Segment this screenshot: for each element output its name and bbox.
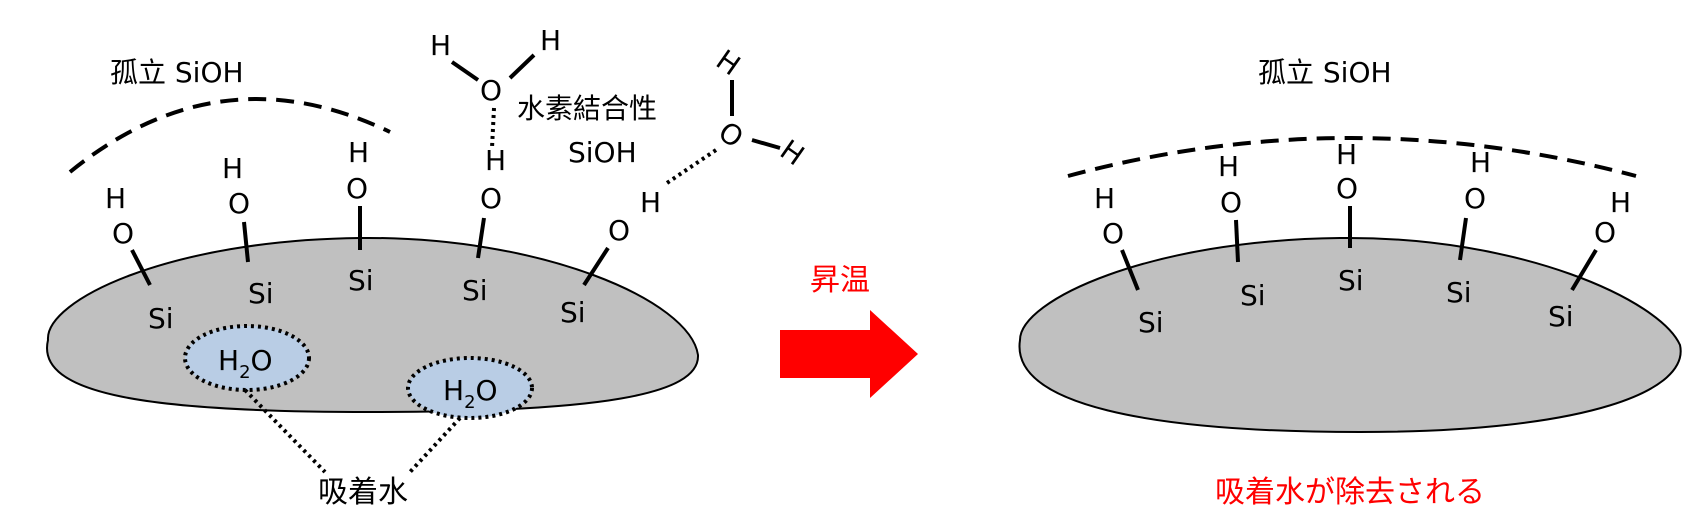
heating-label: 昇温 xyxy=(810,263,870,298)
atom-o: O xyxy=(480,74,502,107)
atom-si: Si xyxy=(462,274,488,307)
right-panel: 孤立 SiOH H O Si H O Si H O Si H O Si xyxy=(1018,56,1682,510)
atom-h: H xyxy=(640,186,661,219)
atom-o: O xyxy=(228,187,250,220)
water-1-text: H2O xyxy=(218,344,273,383)
atom-si: Si xyxy=(1446,276,1472,309)
right-silica-particle xyxy=(1018,236,1682,434)
atom-si: Si xyxy=(1338,264,1364,297)
atom-h: H xyxy=(430,29,451,62)
atom-o: O xyxy=(112,217,134,250)
atom-o: O xyxy=(1220,186,1242,219)
atom-o: O xyxy=(1336,172,1358,205)
atom-o: O xyxy=(712,115,749,155)
atom-si: Si xyxy=(248,277,274,310)
left-silanol-3: H O Si xyxy=(346,136,374,297)
left-silanol-5: H O Si xyxy=(560,186,661,329)
right-isolated-arc xyxy=(1067,136,1637,178)
left-water-molecule-1: H H O xyxy=(430,24,561,149)
right-isolated-label: 孤立 SiOH xyxy=(1258,56,1392,89)
atom-o: O xyxy=(1594,216,1616,249)
water-pocket-1: H2O xyxy=(183,324,311,392)
left-isolated-label: 孤立 SiOH xyxy=(110,56,244,89)
adsorbed-leader-2 xyxy=(408,416,462,474)
atom-h: H xyxy=(774,133,810,172)
atom-h: H xyxy=(540,24,561,57)
atom-o: O xyxy=(346,172,368,205)
atom-h: H xyxy=(1094,182,1115,215)
right-silanol-5: H O Si xyxy=(1548,186,1631,333)
right-arrow-icon xyxy=(780,310,918,398)
left-isolated-arc xyxy=(68,97,391,174)
atom-si: Si xyxy=(560,296,586,329)
atom-si: Si xyxy=(1548,300,1574,333)
water-pocket-2: H2O xyxy=(406,356,534,420)
atom-h: H xyxy=(1470,146,1491,179)
adsorbed-water-label: 吸着水 xyxy=(318,475,408,510)
left-silanol-1: H O Si xyxy=(105,182,174,335)
heating-arrow-group: 昇温 xyxy=(780,263,918,398)
result-label: 吸着水が除去される xyxy=(1215,475,1485,510)
atom-h: H xyxy=(1610,186,1631,219)
atom-h: H xyxy=(485,144,506,177)
atom-h: H xyxy=(105,182,126,215)
atom-h: H xyxy=(348,136,369,169)
atom-o: O xyxy=(480,182,502,215)
right-silanol-1: H O Si xyxy=(1094,182,1164,339)
atom-o: O xyxy=(608,214,630,247)
left-panel: 孤立 SiOH H O Si H O Si H O Si H O Si xyxy=(46,24,810,510)
right-silanol-3: H O Si xyxy=(1336,138,1364,297)
hbond-label-line1: 水素結合性 xyxy=(517,92,657,125)
atom-si: Si xyxy=(348,264,374,297)
atom-o: O xyxy=(1102,217,1124,250)
atom-o: O xyxy=(1464,182,1486,215)
atom-h: H xyxy=(1218,150,1239,183)
left-silanol-4: H O Si xyxy=(462,144,506,307)
atom-si: Si xyxy=(1240,279,1266,312)
right-silanol-2: H O Si xyxy=(1218,150,1266,312)
atom-si: Si xyxy=(1138,306,1164,339)
right-silanol-4: H O Si xyxy=(1446,146,1491,309)
left-silanol-2: H O Si xyxy=(222,152,274,310)
atom-h: H xyxy=(710,43,746,82)
hbond-label-line2: SiOH xyxy=(568,136,637,169)
atom-h: H xyxy=(1336,138,1357,171)
water-2-text: H2O xyxy=(443,374,498,413)
left-water-molecule-2: H O H xyxy=(662,43,810,187)
atom-si: Si xyxy=(148,302,174,335)
atom-h: H xyxy=(222,152,243,185)
adsorbed-leader-1 xyxy=(243,388,327,474)
